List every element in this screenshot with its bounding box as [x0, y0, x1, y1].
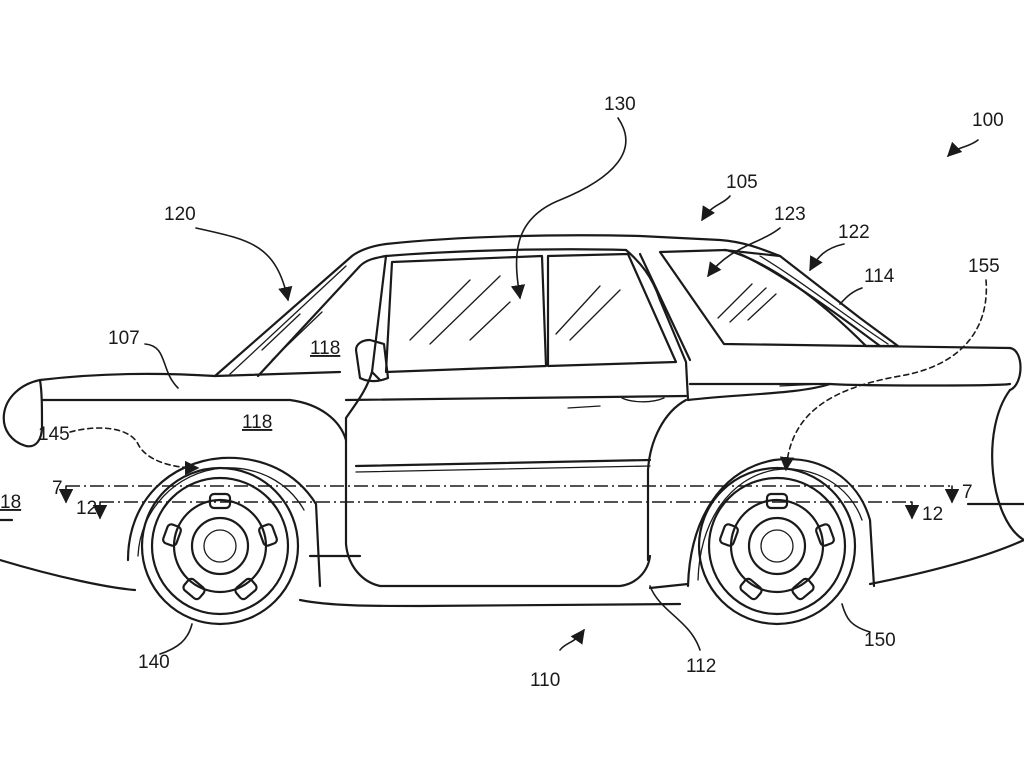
- leader-130: [510, 117, 627, 300]
- leader-150: [841, 603, 871, 633]
- label-114: 114: [864, 266, 895, 287]
- leader-120: [195, 227, 293, 302]
- leader-110: [559, 628, 585, 651]
- label-100: 100: [972, 110, 1004, 131]
- label-155: 155: [968, 256, 1000, 277]
- leader-100: [946, 139, 979, 158]
- label-section-7-right: 7: [962, 482, 973, 503]
- label-118-upper: 118: [310, 338, 340, 359]
- label-105: 105: [726, 172, 758, 193]
- side-mirror: [354, 338, 390, 383]
- label-112: 112: [686, 656, 716, 677]
- leader-155: [779, 279, 988, 472]
- rear-wheel: [697, 466, 857, 626]
- leader-122: [809, 243, 845, 272]
- label-123: 123: [774, 204, 806, 225]
- section-lines: [58, 485, 1024, 520]
- leader-123: [707, 227, 781, 278]
- leader-145: [69, 427, 200, 476]
- front-wheel: [140, 466, 300, 626]
- label-145: 145: [38, 424, 70, 445]
- leader-lines: [69, 117, 988, 655]
- label-140: 140: [138, 652, 170, 673]
- label-130: 130: [604, 94, 636, 115]
- vehicle-body: [0, 234, 1024, 608]
- leader-107: [144, 343, 179, 389]
- label-118-cropped: 18: [0, 492, 21, 513]
- reference-numerals: 100 105 107 110 112 114 118 118 18 120 1…: [0, 94, 1004, 691]
- label-107: 107: [108, 328, 140, 349]
- label-118-fender: 118: [242, 412, 272, 433]
- front-bumper-nose: [2, 378, 44, 448]
- label-section-12-left: 12: [76, 498, 97, 519]
- label-122: 122: [838, 222, 870, 243]
- label-110: 110: [530, 670, 560, 691]
- leader-114: [839, 287, 863, 305]
- label-section-12-right: 12: [922, 504, 943, 525]
- label-120: 120: [164, 204, 196, 225]
- label-150: 150: [864, 630, 896, 651]
- label-section-7-left: 7: [52, 478, 63, 499]
- leader-112: [649, 585, 701, 651]
- leader-140: [159, 623, 193, 655]
- leader-105: [701, 195, 731, 222]
